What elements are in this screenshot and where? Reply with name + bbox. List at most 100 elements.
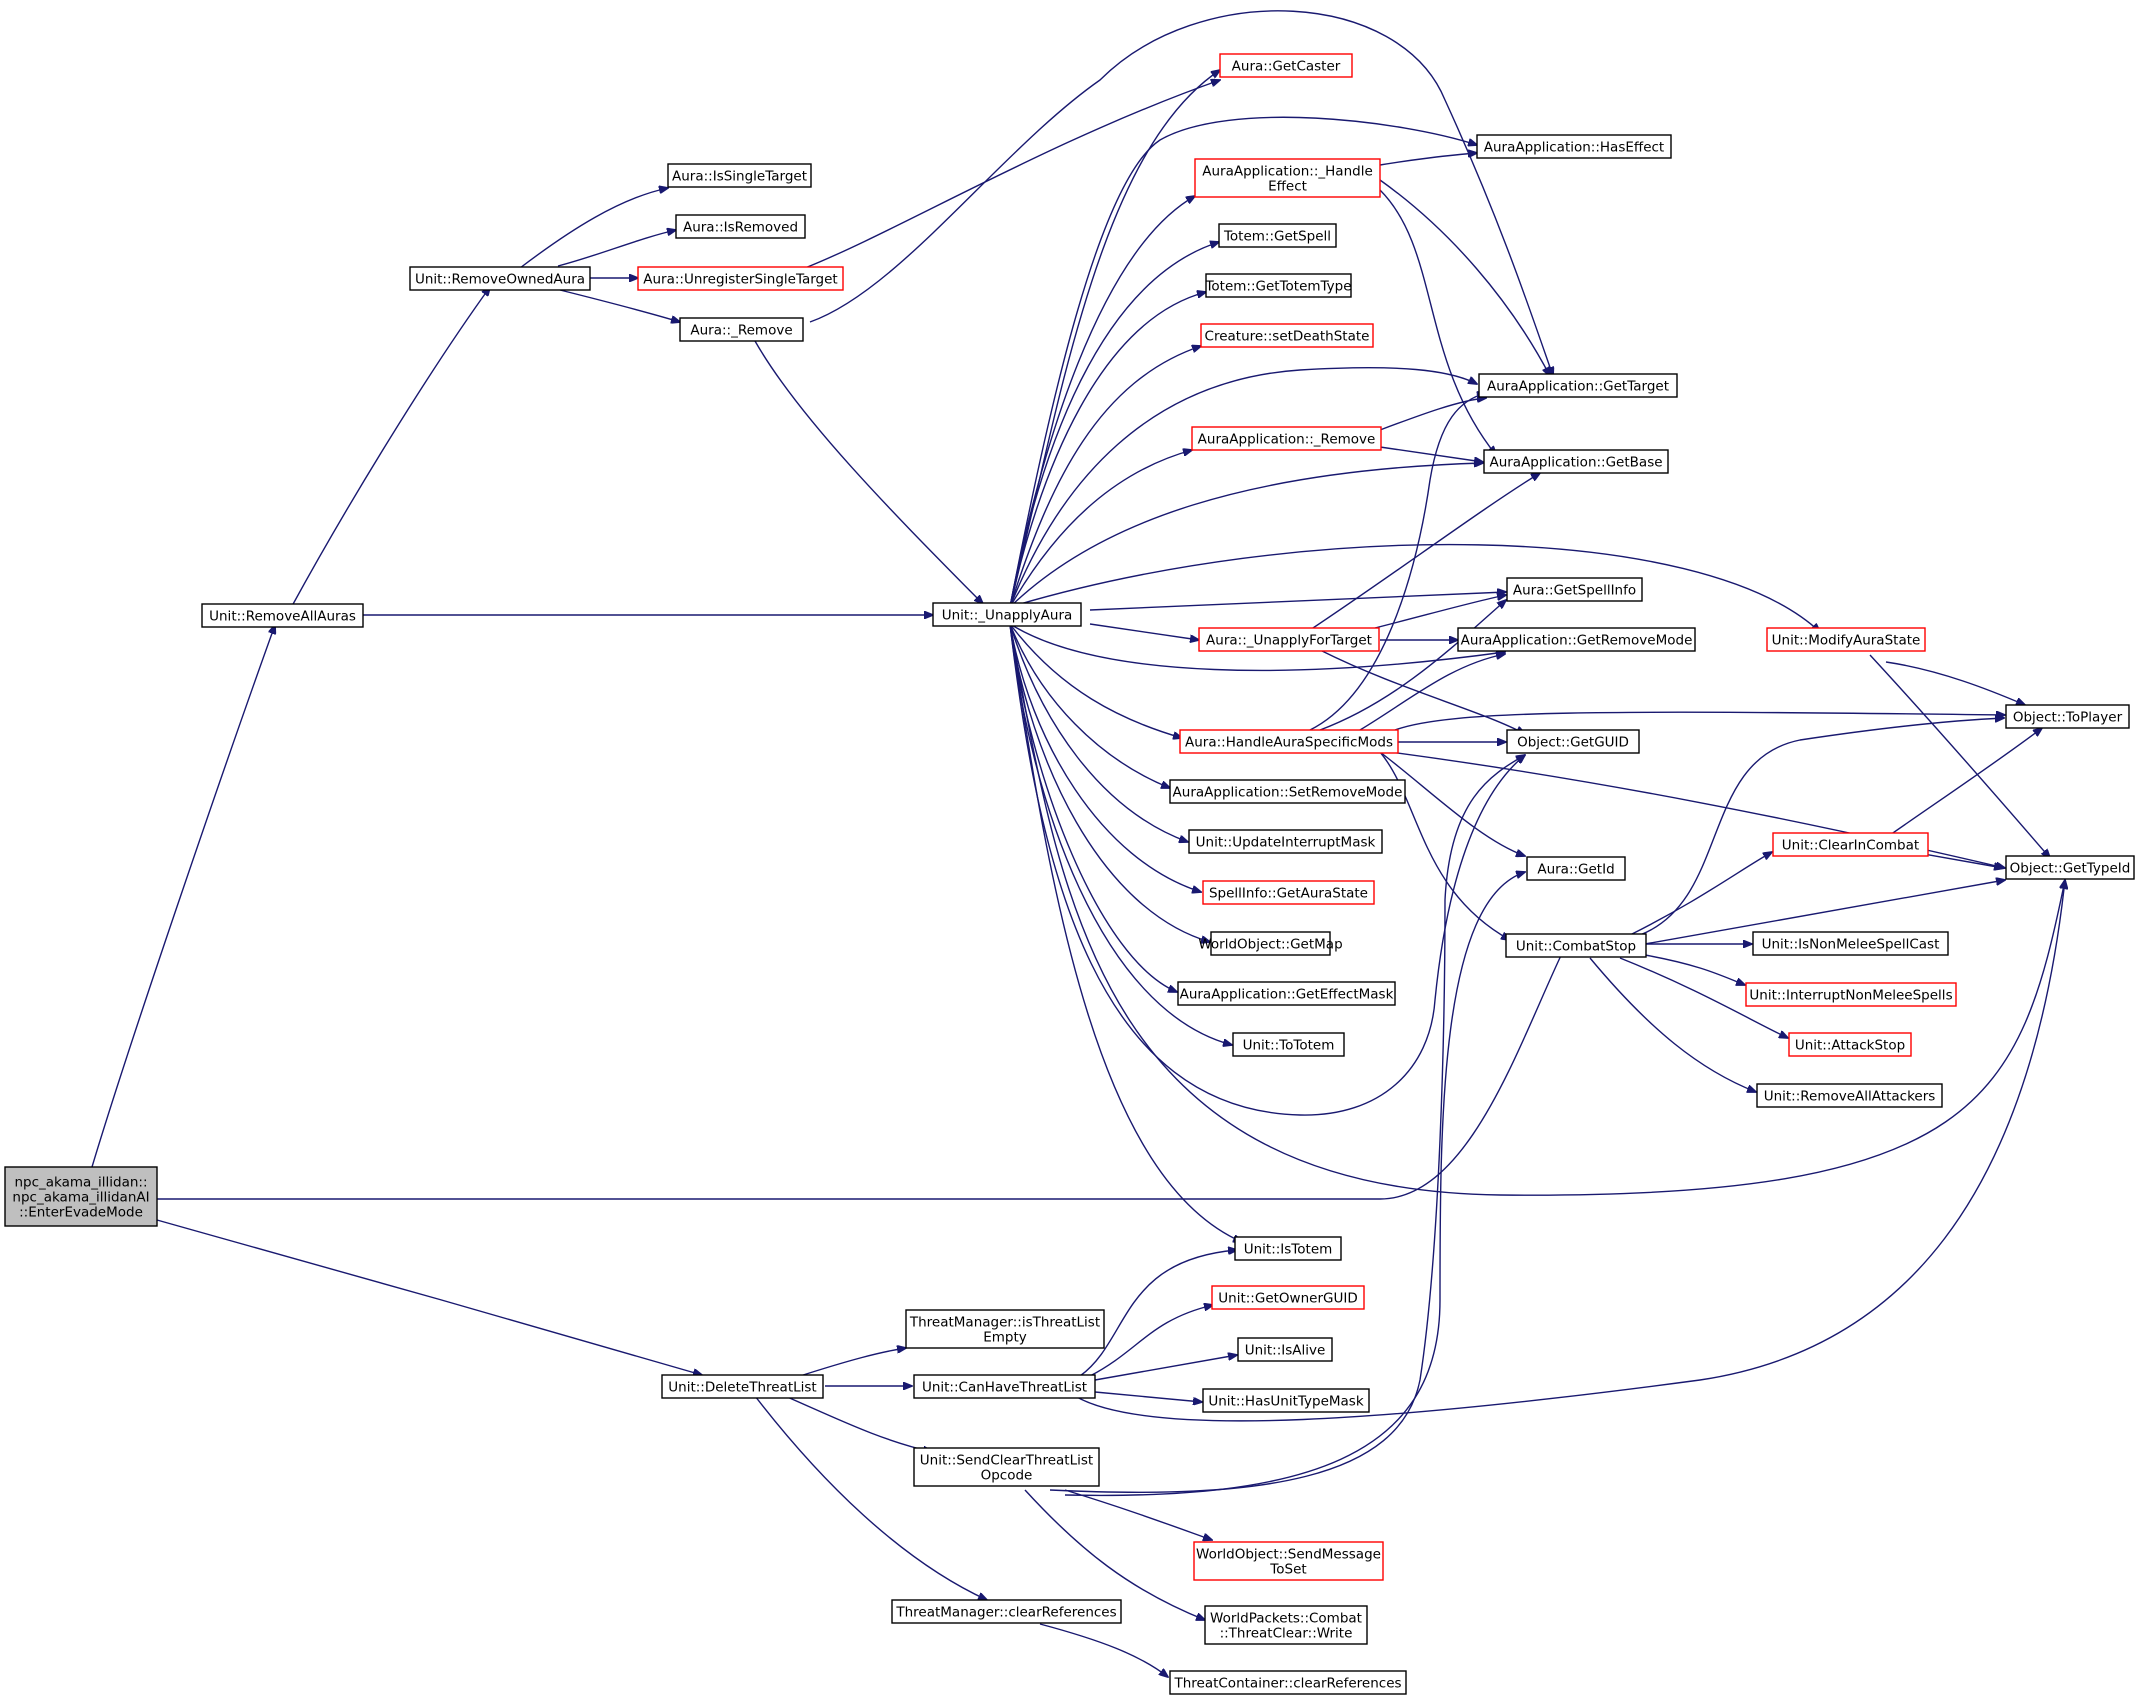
edge-unapplyaura-to-getspellinfo <box>1089 592 1506 611</box>
edge-root-to-combatstop <box>157 947 1565 1200</box>
node-label: Opcode <box>981 1468 1033 1484</box>
node-get-effect-mask[interactable]: AuraApplication::GetEffectMask <box>1177 981 1396 1006</box>
node-handle-aura-specific-mods[interactable]: Aura::HandleAuraSpecificMods <box>1179 729 1399 754</box>
node-box <box>891 1599 1122 1624</box>
node-get-owner-g-u-i-d[interactable]: Unit::GetOwnerGUID <box>1211 1285 1365 1310</box>
node-app-remove[interactable]: AuraApplication::_Remove <box>1191 426 1382 451</box>
node-label: Empty <box>983 1330 1027 1346</box>
node-threat-clear-write[interactable]: WorldPackets::Combat::ThreatClear::Write <box>1204 1605 1368 1645</box>
node-box <box>1202 880 1375 905</box>
edge-removeownedaura-to-isremoved <box>557 230 676 267</box>
node-unapply-for-target[interactable]: Aura::_UnapplyForTarget <box>1198 627 1380 652</box>
node-modify-aura-state[interactable]: Unit::ModifyAuraState <box>1766 627 1926 652</box>
node-box <box>1200 323 1374 348</box>
node-label: ::ThreatClear::Write <box>1220 1626 1353 1642</box>
node-update-interrupt-mask[interactable]: Unit::UpdateInterruptMask <box>1188 829 1383 854</box>
node-unregister-single-target[interactable]: Aura::UnregisterSingleTarget <box>637 266 844 291</box>
node-get-base[interactable]: AuraApplication::GetBase <box>1483 449 1669 474</box>
node-is-totem[interactable]: Unit::IsTotem <box>1234 1236 1342 1261</box>
node-label: Aura::_Remove <box>690 323 792 339</box>
edge-tmclearrefs-to-tcclearrefs <box>1039 1623 1168 1677</box>
node-label: AuraApplication::GetRemoveMode <box>1461 633 1693 649</box>
node-to-player[interactable]: Object::ToPlayer <box>2005 704 2130 729</box>
node-label: Unit::IsNonMeleeSpellCast <box>1762 937 1940 953</box>
edge-modifyaurastate-to-toplayer <box>1885 661 2025 705</box>
node-label: Unit::RemoveAllAttackers <box>1764 1089 1936 1105</box>
node-can-have-threat-list[interactable]: Unit::CanHaveThreatList <box>913 1374 1096 1399</box>
node-combat-stop[interactable]: Unit::CombatStop <box>1505 933 1647 958</box>
node-box <box>1211 1285 1365 1310</box>
node-box <box>675 214 806 239</box>
edge-unapplyfortarget-to-getspellinfo <box>1374 595 1506 629</box>
node-label: SpellInfo::GetAuraState <box>1209 886 1368 902</box>
edge-unapplyaura-to-gettypeid <box>1009 623 2065 1196</box>
node-box <box>2005 704 2130 729</box>
edge-unapplyaura-to-getcaster <box>1009 70 1220 608</box>
node-is-alive[interactable]: Unit::IsAlive <box>1237 1337 1333 1362</box>
node-label: Unit::ToTotem <box>1243 1038 1335 1054</box>
node-box <box>1193 1541 1384 1581</box>
node-remove-owned-aura[interactable]: Unit::RemoveOwnedAura <box>409 266 591 291</box>
edge-removeownedaura-to-auraremove <box>559 289 680 322</box>
node-tc-clear-references[interactable]: ThreatContainer::clearReferences <box>1169 1670 1407 1695</box>
node-set-death-state[interactable]: Creature::setDeathState <box>1200 323 1374 348</box>
node-get-target[interactable]: AuraApplication::GetTarget <box>1478 373 1678 398</box>
node-totem-get-spell[interactable]: Totem::GetSpell <box>1218 223 1337 248</box>
node-aura-remove[interactable]: Aura::_Remove <box>679 317 804 342</box>
node-box <box>1232 1032 1345 1057</box>
node-unapply-aura[interactable]: Unit::_UnapplyAura <box>932 602 1082 627</box>
node-attack-stop[interactable]: Unit::AttackStop <box>1788 1032 1912 1057</box>
node-remove-all-attackers[interactable]: Unit::RemoveAllAttackers <box>1756 1083 1943 1108</box>
node-box <box>1506 729 1640 754</box>
node-get-g-u-i-d[interactable]: Object::GetGUID <box>1506 729 1640 754</box>
node-has-unit-type-mask[interactable]: Unit::HasUnitTypeMask <box>1202 1388 1370 1413</box>
node-get-caster[interactable]: Aura::GetCaster <box>1219 53 1353 78</box>
edge-chtl-to-gettypeid <box>1074 880 2065 1422</box>
edge-unapplyaura-to-updateinterruptmask <box>1009 623 1188 842</box>
node-box <box>201 603 364 628</box>
edge-removeownedaura-to-issingletarget <box>519 188 668 269</box>
node-box <box>1205 273 1352 298</box>
node-has-effect[interactable]: AuraApplication::HasEffect <box>1476 134 1672 159</box>
node-label: AuraApplication::HasEffect <box>1484 140 1664 156</box>
node-label: npc_akama_illidan:: <box>14 1175 147 1191</box>
edge-unapplyaura-to-geteffectmask <box>1009 623 1177 992</box>
node-is-removed[interactable]: Aura::IsRemoved <box>675 214 806 239</box>
node-clear-in-combat[interactable]: Unit::ClearInCombat <box>1772 832 1929 857</box>
node-get-spell-info[interactable]: Aura::GetSpellInfo <box>1506 577 1643 602</box>
node-label: ThreatManager::isThreatList <box>909 1315 1100 1331</box>
node-get-aura-state[interactable]: SpellInfo::GetAuraState <box>1202 880 1375 905</box>
node-get-remove-mode[interactable]: AuraApplication::GetRemoveMode <box>1457 627 1696 652</box>
node-box <box>679 317 804 342</box>
call-nodes: npc_akama_illidan::npc_akama_illidanAI::… <box>4 53 2135 1695</box>
node-root[interactable]: npc_akama_illidan::npc_akama_illidanAI::… <box>4 1166 158 1227</box>
node-box <box>1756 1083 1943 1108</box>
node-box <box>1169 779 1406 804</box>
edge-hasm-to-toplayer <box>1394 712 2005 731</box>
node-label: Unit::IsTotem <box>1244 1242 1333 1258</box>
node-label: ::EnterEvadeMode <box>19 1205 143 1221</box>
node-get-type-id[interactable]: Object::GetTypeId <box>2005 855 2135 880</box>
node-delete-threat-list[interactable]: Unit::DeleteThreatList <box>661 1374 824 1399</box>
node-remove-all-auras[interactable]: Unit::RemoveAllAuras <box>201 603 364 628</box>
node-is-non-melee-spell-cast[interactable]: Unit::IsNonMeleeSpellCast <box>1752 931 1949 956</box>
node-get-map[interactable]: WorldObject::GetMap <box>1198 931 1343 956</box>
node-box <box>1766 627 1926 652</box>
node-is-single-target[interactable]: Aura::IsSingleTarget <box>667 163 812 188</box>
call-edges <box>91 10 2065 1677</box>
node-box <box>1457 627 1696 652</box>
node-tm-clear-references[interactable]: ThreatManager::clearReferences <box>891 1599 1122 1624</box>
node-aura-get-id[interactable]: Aura::GetId <box>1526 856 1626 881</box>
node-get-totem-type[interactable]: Totem::GetTotemType <box>1204 273 1352 298</box>
node-label: Aura::GetId <box>1537 862 1614 878</box>
node-interrupt-non-melee-spells[interactable]: Unit::InterruptNonMeleeSpells <box>1745 982 1957 1007</box>
node-label: Object::ToPlayer <box>2013 710 2123 726</box>
node-label: Object::GetGUID <box>1517 735 1629 751</box>
node-box <box>2005 855 2135 880</box>
node-set-remove-mode[interactable]: AuraApplication::SetRemoveMode <box>1169 779 1406 804</box>
node-to-totem[interactable]: Unit::ToTotem <box>1232 1032 1345 1057</box>
